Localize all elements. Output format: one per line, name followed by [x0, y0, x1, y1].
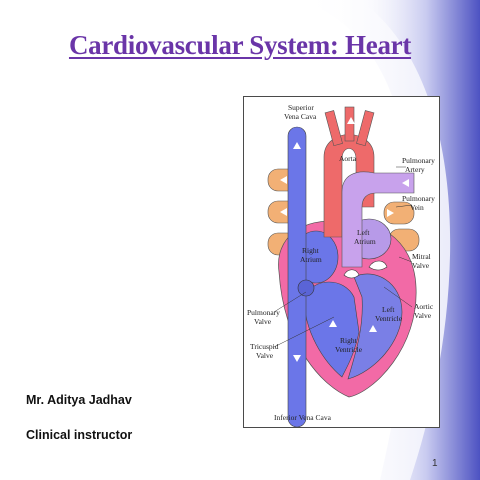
label-left-atrium-1: Left [357, 228, 370, 237]
pulmonary-valve-shape [297, 279, 315, 297]
right-ventricle-chamber [303, 281, 360, 378]
flow-arrows [280, 117, 409, 362]
label-aortic-valve-2: Valve [414, 311, 432, 320]
label-aortic-valve-1: Aortic [414, 302, 434, 311]
label-pulmonary-vein-2: Vein [410, 203, 424, 212]
left-ventricle-chamber [347, 273, 403, 380]
pulmonary-artery-vessel [341, 171, 415, 268]
mitral-valve-shape [368, 260, 388, 271]
label-pulmonary-artery-1: Pulmonary [402, 156, 435, 165]
label-pulmonary-vein-1: Pulmonary [402, 194, 435, 203]
label-right-ventricle-2: Ventricle [335, 345, 363, 354]
label-pulmonary-valve-1: Pulmonary [247, 308, 280, 317]
label-tricuspid-valve-1: Tricuspid [250, 342, 279, 351]
presenter-role: Clinical instructor [26, 428, 133, 442]
label-right-atrium-1: Right [302, 246, 320, 255]
label-right-atrium-2: Atrium [300, 255, 322, 264]
label-mitral-valve-1: Mitral [412, 252, 431, 261]
slide-number: 1 [432, 458, 438, 469]
label-pulmonary-valve-2: Valve [254, 317, 272, 326]
label-left-atrium-2: Atrium [354, 237, 376, 246]
vena-cava-vessel [287, 126, 307, 427]
label-aorta: Aorta [339, 154, 357, 163]
label-superior-vena-cava-2: Vena Cava [284, 112, 317, 121]
label-superior-vena-cava-1: Superior [288, 103, 314, 112]
heart-diagram: Superior Vena Cava Aorta Pulmonary Arter… [243, 96, 440, 428]
label-right-ventricle-1: Right [340, 336, 358, 345]
presenter-name: Mr. Aditya Jadhav [26, 393, 132, 407]
label-left-ventricle-1: Left [382, 305, 395, 314]
slide-title: Cardiovascular System: Heart [68, 30, 412, 60]
label-pulmonary-artery-2: Artery [405, 165, 425, 174]
label-mitral-valve-2: Valve [412, 261, 430, 270]
aortic-valve-shape [343, 269, 360, 279]
label-left-ventricle-2: Ventricle [375, 314, 403, 323]
label-tricuspid-valve-2: Valve [256, 351, 274, 360]
label-inferior-vena-cava: Inferior Vena Cava [274, 413, 332, 422]
